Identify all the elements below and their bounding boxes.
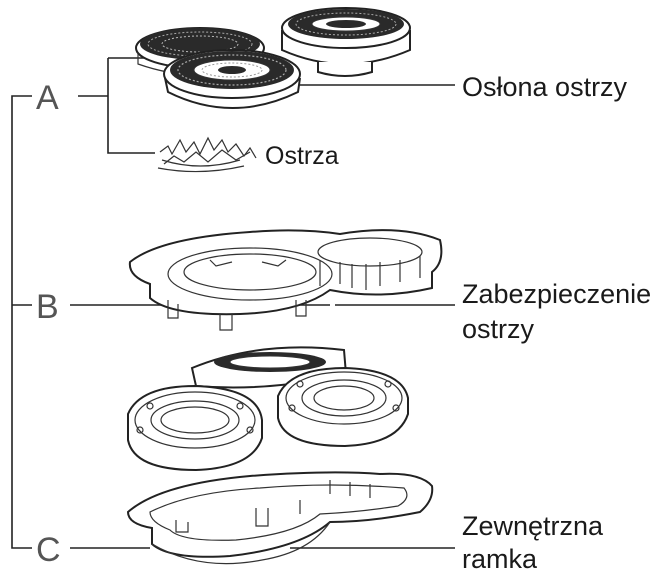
shaving-head-right	[281, 7, 411, 77]
group-letter-b: B	[36, 288, 59, 326]
label-outer-frame-line2: ramka	[462, 544, 538, 574]
label-blade-cover: Osłona ostrzy	[462, 72, 628, 102]
shaving-head-front	[163, 49, 301, 109]
outer-frame	[126, 471, 434, 565]
blades-illustration	[157, 136, 257, 173]
label-blade-guard-line2: ostrzy	[462, 314, 535, 344]
label-blades: Ostrza	[265, 142, 339, 170]
group-letter-c: C	[36, 531, 61, 569]
blade-holder	[127, 346, 409, 472]
label-outer-frame-line1: Zewnętrzna	[462, 511, 604, 541]
label-blade-guard-line1: Zabezpieczenie	[462, 279, 651, 309]
group-letter-a: A	[36, 79, 59, 117]
blade-guard	[128, 229, 443, 331]
